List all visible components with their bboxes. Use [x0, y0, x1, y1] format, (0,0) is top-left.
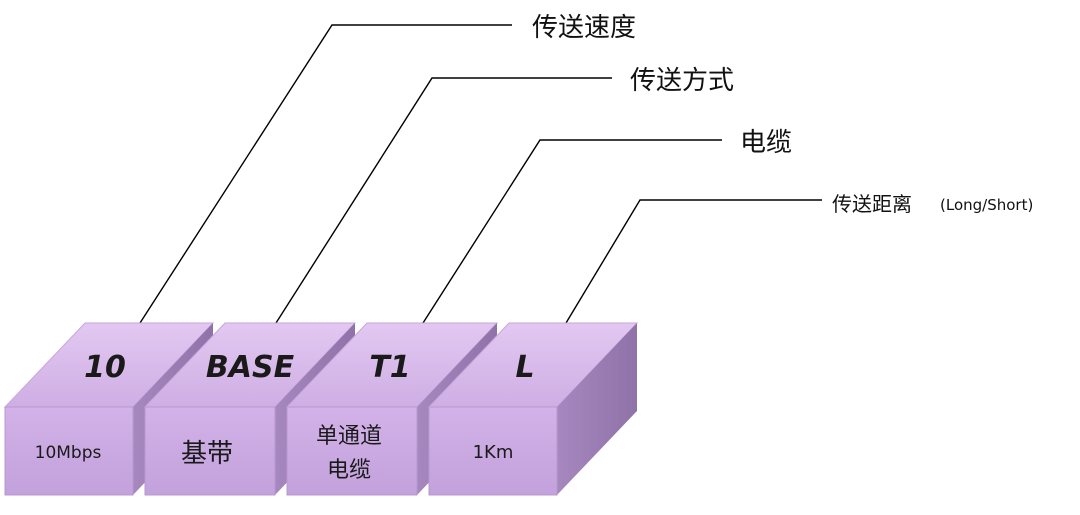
leader-lines: [139, 24, 822, 324]
leader-line-distance: [565, 199, 822, 324]
block-top-label: T1: [369, 350, 410, 385]
leader-line-cable: [422, 139, 722, 324]
block-front-label: 10Mbps: [35, 443, 102, 463]
block-front-label-line-2: 电缆: [327, 458, 371, 483]
callout-label-cable: 电缆: [740, 128, 792, 158]
callout-label-speed: 传送速度: [532, 13, 636, 43]
callout-label-distance: 传送距离: [832, 192, 912, 216]
block-front-face: [4, 406, 134, 496]
leader-line-method: [275, 77, 612, 324]
leader-line-speed: [139, 24, 512, 324]
block-top-label: BASE: [206, 350, 295, 385]
block-top-label: 10: [84, 350, 126, 385]
block-front-label-line-1: 单通道: [316, 424, 382, 449]
block-distance: L 1Km: [427, 322, 639, 496]
callout-label-method: 传送方式: [630, 66, 734, 96]
block-side-face: [557, 323, 637, 495]
block-front-face: [428, 406, 558, 496]
block-top-label: L: [515, 350, 534, 385]
callout-label-distance-suffix: (Long/Short): [940, 196, 1033, 214]
block-front-face: [144, 406, 276, 496]
block-front-label: 1Km: [473, 442, 514, 463]
block-front-face: [286, 406, 418, 496]
block-front-label: 基带: [181, 439, 233, 469]
